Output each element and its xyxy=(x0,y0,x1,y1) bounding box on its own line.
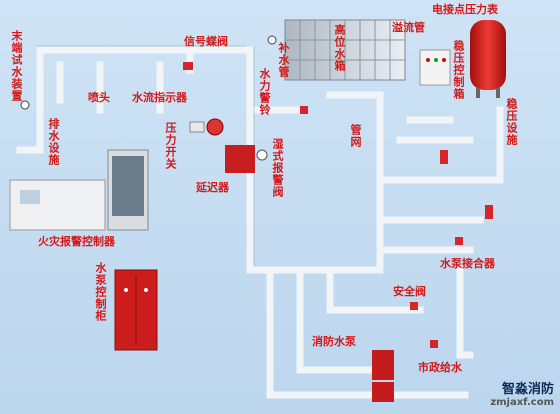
label-make-up: 补水管 xyxy=(277,42,290,78)
label-municipal: 市政给水 xyxy=(418,361,462,374)
label-adapter: 水泵接合器 xyxy=(440,257,495,270)
label-safety-valve: 安全阀 xyxy=(393,285,426,298)
watermark-name: 智淼消防 xyxy=(501,382,554,397)
label-flow-indicator: 水流指示器 xyxy=(132,91,187,104)
label-pressure-switch: 压力开关 xyxy=(164,122,177,170)
watermark-domain: zmjaxf.com xyxy=(490,397,554,408)
watermark: 智淼消防 zmjaxf.com xyxy=(490,378,554,408)
stab-control-box xyxy=(419,49,451,86)
label-drain: 排水设施 xyxy=(47,118,60,166)
label-sprinkler: 喷头 xyxy=(88,91,110,104)
fire-alarm-panel xyxy=(9,149,149,231)
label-stab-panel: 稳压控制箱 xyxy=(452,40,465,100)
label-stab-facility: 稳压设施 xyxy=(505,98,518,146)
label-pressure-gauge: 电接点压力表 xyxy=(432,3,498,16)
pressure-tank xyxy=(470,20,506,98)
label-tank: 高位水箱 xyxy=(333,24,346,72)
gauge xyxy=(20,35,277,110)
label-water-bell: 水力警铃 xyxy=(258,68,271,116)
label-overflow: 溢流管 xyxy=(392,21,425,34)
label-delay: 延迟器 xyxy=(196,181,229,194)
label-fire-panel: 火灾报警控制器 xyxy=(38,235,115,248)
label-end-test: 末端试水装置 xyxy=(10,30,23,102)
label-pump-panel: 水泵控制柜 xyxy=(94,262,107,322)
label-wet-alarm: 湿式报警阀 xyxy=(271,138,284,198)
label-pipe: 管网 xyxy=(349,124,362,148)
pump-control-cabinet xyxy=(114,269,158,351)
label-fire-pump: 消防水泵 xyxy=(312,335,356,348)
label-signal-valve: 信号蝶阀 xyxy=(184,35,228,48)
fire-pumps xyxy=(372,350,394,402)
water-tank xyxy=(284,19,406,81)
wet-alarm-valve xyxy=(225,145,268,173)
pipes xyxy=(16,46,504,399)
valves xyxy=(183,62,493,348)
alarm-bell xyxy=(189,118,224,136)
